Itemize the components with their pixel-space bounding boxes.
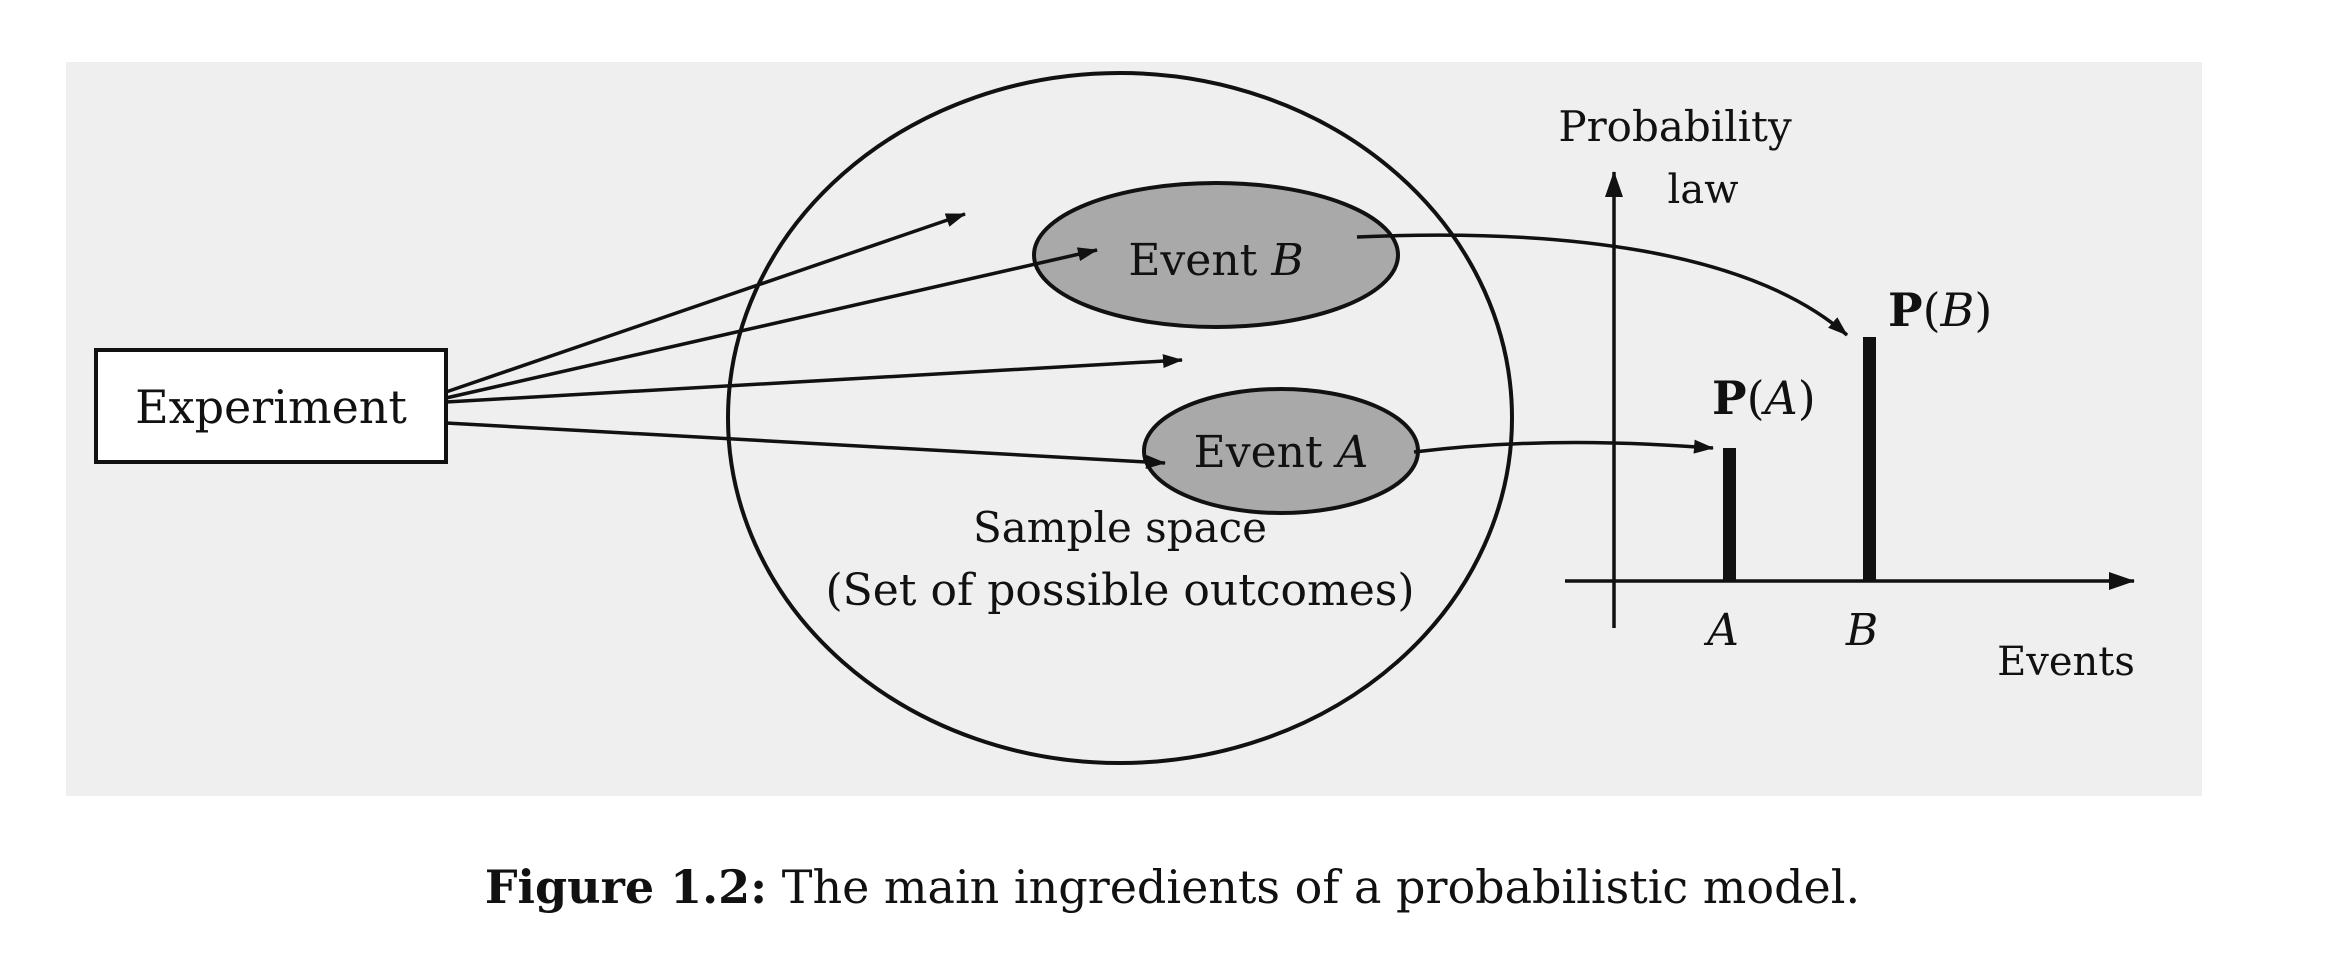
sample-space-sublabel: (Set of possible outcomes) [825,565,1414,616]
probability-law-label-line2: law [1668,167,1739,213]
prob-b-var: B [1940,283,1975,337]
outcome-arrow-2 [445,247,1098,400]
event-b-to-prob-arrow [1356,233,1849,337]
prob-a-label: P(A) [1712,371,1816,425]
prob-a-var: A [1761,371,1798,425]
caption-text: The main ingredients of a probabilistic … [767,860,1861,914]
outcome-arrow-3 [445,354,1183,404]
outcome-arrow-4 [445,421,1166,469]
sample-space-circle [726,71,1514,765]
tick-a-label: A [1703,605,1739,656]
event-b-var: B [1270,235,1303,286]
prob-a-open: ( [1747,371,1765,425]
event-b-prefix: Event [1128,235,1271,286]
probability-law-label-line1: Probability [1558,102,1792,151]
prob-a-close: ) [1798,371,1816,425]
prob-a-p: P [1712,371,1747,425]
event-a-to-prob-arrow [1413,439,1714,454]
sample-space-label: Sample space [973,503,1267,552]
event-b-label: Event B [1128,235,1303,286]
event-a-prefix: Event [1194,427,1337,478]
event-a-var: A [1333,427,1369,478]
prob-b-p: P [1888,283,1923,337]
prob-b-label: P(B) [1888,283,1992,337]
outcome-arrow-1 [445,212,966,394]
bar-b [1863,337,1876,581]
figure-caption: Figure 1.2: The main ingredients of a pr… [0,860,2345,914]
event-a-label: Event A [1194,427,1369,478]
event-b-ellipse [1032,181,1400,329]
experiment-box [94,348,448,464]
experiment-label: Experiment [135,380,407,434]
bar-a [1723,448,1736,581]
prob-b-open: ( [1923,283,1941,337]
tick-b-label: B [1845,605,1878,656]
events-axis-label: Events [1997,639,2135,685]
caption-lead: Figure 1.2: [484,860,768,914]
prob-b-close: ) [1974,283,1992,337]
